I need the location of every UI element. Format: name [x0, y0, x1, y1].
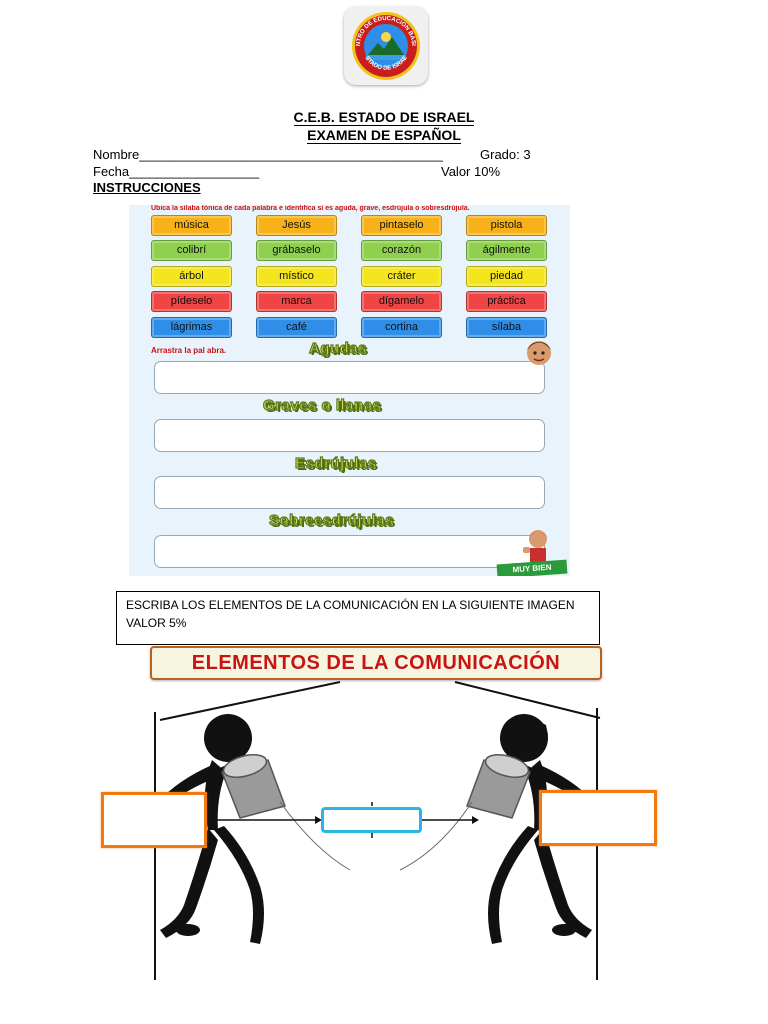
- category-title-agudas: Agudas: [308, 339, 368, 357]
- exam-title: EXAMEN DE ESPAÑOL: [307, 127, 461, 144]
- word-sort-activity: Ubica la sílaba tónica de cada palabra e…: [129, 205, 570, 576]
- communication-task-box: ESCRIBA LOS ELEMENTOS DE LA COMUNICACIÓN…: [116, 591, 600, 645]
- word-chip[interactable]: práctica: [466, 291, 547, 312]
- date-label: Fecha: [93, 164, 130, 179]
- word-chip[interactable]: místico: [256, 266, 337, 287]
- grade-text: Grado: 3: [480, 147, 531, 162]
- word-chip[interactable]: pídeselo: [151, 291, 232, 312]
- school-seal-icon: CENTRO DE EDUCACION BASICA ESTADO DE ISR…: [344, 7, 420, 80]
- word-chip[interactable]: corazón: [361, 240, 442, 261]
- value-text: Valor 10%: [441, 164, 501, 179]
- word-chip[interactable]: Jesús: [256, 215, 337, 236]
- category-title-sobreesdrujulas: Sobreesdrújulas: [268, 511, 395, 529]
- school-title: C.E.B. ESTADO DE ISRAEL: [293, 109, 475, 126]
- word-chip[interactable]: cráter: [361, 266, 442, 287]
- activity-instruction: Ubica la sílaba tónica de cada palabra e…: [151, 205, 470, 212]
- instructions-heading: INSTRUCCIONES: [93, 180, 201, 195]
- category-title-graves: Graves o llanas: [262, 396, 382, 414]
- word-chip[interactable]: cortina: [361, 317, 442, 338]
- word-chip[interactable]: grábaselo: [256, 240, 337, 261]
- communication-banner: ELEMENTOS DE LA COMUNICACIÓN: [150, 646, 602, 680]
- drop-zone-esdrujulas[interactable]: [154, 476, 545, 509]
- word-chip[interactable]: pistola: [466, 215, 547, 236]
- word-chip[interactable]: café: [256, 317, 337, 338]
- task-value: VALOR 5%: [126, 616, 187, 630]
- drop-zone-sobreesdrujulas[interactable]: [154, 535, 545, 568]
- word-chip[interactable]: ágilmente: [466, 240, 547, 261]
- boy-cartoon-icon: [527, 341, 551, 365]
- date-line[interactable]: Fecha__________________: [93, 164, 259, 179]
- word-chip[interactable]: sílaba: [466, 317, 547, 338]
- word-chip[interactable]: música: [151, 215, 232, 236]
- message-answer-box[interactable]: [321, 807, 422, 833]
- name-line[interactable]: Nombre__________________________________…: [93, 147, 443, 162]
- communication-diagram: [154, 681, 601, 980]
- word-chip[interactable]: marca: [256, 291, 337, 312]
- boy-thumbs-up-icon: [523, 530, 547, 562]
- task-instruction: ESCRIBA LOS ELEMENTOS DE LA COMUNICACIÓN…: [126, 598, 575, 612]
- word-chip[interactable]: colibrí: [151, 240, 232, 261]
- drop-zone-graves[interactable]: [154, 419, 545, 452]
- name-label: Nombre: [93, 147, 140, 162]
- name-blank[interactable]: ________________________________________…: [139, 147, 443, 162]
- drag-instruction: Arrastra la pal abra.: [151, 346, 227, 355]
- word-chip[interactable]: dígamelo: [361, 291, 442, 312]
- sender-answer-box[interactable]: [101, 792, 207, 848]
- tin-can-icon: [466, 754, 532, 819]
- tin-can-icon: [220, 754, 286, 819]
- category-title-esdrujulas: Esdrújulas: [294, 454, 377, 472]
- receiver-answer-box[interactable]: [539, 790, 657, 846]
- drop-zone-agudas[interactable]: [154, 361, 545, 394]
- word-chip[interactable]: lágrimas: [151, 317, 232, 338]
- date-blank[interactable]: __________________: [129, 164, 260, 179]
- word-chip[interactable]: piedad: [466, 266, 547, 287]
- word-chip[interactable]: pintaselo: [361, 215, 442, 236]
- school-logo: CENTRO DE EDUCACION BASICA ESTADO DE ISR…: [344, 7, 428, 85]
- word-chip[interactable]: árbol: [151, 266, 232, 287]
